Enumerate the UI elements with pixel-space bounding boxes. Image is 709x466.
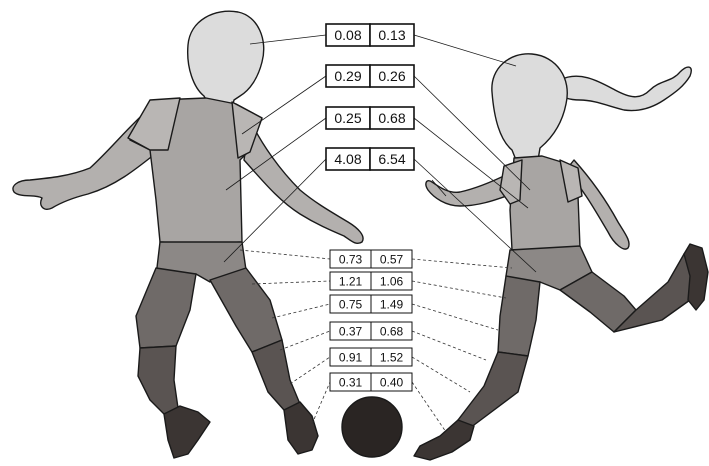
value-text-right: 0.57 <box>380 253 404 267</box>
girl-left-shank <box>458 352 528 428</box>
leader-thigh-lower-right <box>412 304 498 330</box>
leader-upperarm-left <box>242 76 326 134</box>
boy-left-foot <box>164 406 210 458</box>
soccer-ball <box>342 397 402 457</box>
value-text-right: 0.26 <box>378 68 405 84</box>
leader-head-right <box>414 35 516 66</box>
girl-head <box>492 54 567 160</box>
leader-pelvis-left <box>240 250 330 259</box>
value-text-left: 4.08 <box>334 151 361 167</box>
girl-silhouette <box>414 54 708 460</box>
leader-knee-left <box>280 331 330 350</box>
boy-left-shank <box>138 346 178 414</box>
value-text-left: 0.25 <box>334 110 361 126</box>
girl-ponytail <box>556 67 691 110</box>
leader-pelvis-right <box>412 259 512 268</box>
leader-thigh-upper-right <box>412 281 506 298</box>
leader-shank-right <box>412 357 470 392</box>
value-text-right: 0.68 <box>380 325 404 339</box>
value-box-head: 0.08 0.13 <box>326 24 414 46</box>
boy-right-thigh <box>210 268 282 352</box>
value-text-right: 0.13 <box>378 27 405 43</box>
value-text-right: 6.54 <box>378 151 405 167</box>
value-text-right: 1.06 <box>380 275 404 289</box>
value-text-left: 1.21 <box>339 275 363 289</box>
value-box-knee: 0.37 0.68 <box>330 322 412 340</box>
value-text-left: 0.91 <box>339 351 363 365</box>
value-text-left: 0.73 <box>339 253 363 267</box>
leader-foot-left <box>312 382 330 424</box>
leader-foot-right <box>412 382 446 432</box>
value-text-left: 0.08 <box>334 27 361 43</box>
boy-silhouette <box>13 11 363 458</box>
value-text-right: 0.40 <box>380 376 404 390</box>
leader-shank-left <box>290 357 330 384</box>
value-text-right: 1.49 <box>380 298 404 312</box>
value-box-thigh-upper: 1.21 1.06 <box>330 272 412 290</box>
boy-right-shank <box>252 340 300 410</box>
boy-left-thigh <box>136 268 196 348</box>
value-box-trunk: 4.08 6.54 <box>326 148 414 170</box>
value-box-forearm: 0.25 0.68 <box>326 107 414 129</box>
value-text-right: 0.68 <box>378 110 405 126</box>
value-box-thigh-lower: 0.75 1.49 <box>330 295 412 313</box>
value-text-left: 0.29 <box>334 68 361 84</box>
leader-thigh-upper-left <box>252 281 330 284</box>
girl-left-foot <box>414 420 474 460</box>
girl-left-thigh <box>498 276 540 356</box>
value-text-left: 0.31 <box>339 376 363 390</box>
leader-knee-right <box>412 331 486 360</box>
value-box-foot: 0.31 0.40 <box>330 373 412 391</box>
value-text-right: 1.52 <box>380 351 404 365</box>
value-box-shank: 0.91 1.52 <box>330 348 412 366</box>
value-text-left: 0.37 <box>339 325 363 339</box>
boy-right-foot <box>284 402 318 454</box>
leader-thigh-lower-left <box>272 304 330 318</box>
value-text-left: 0.75 <box>339 298 363 312</box>
boy-head <box>188 11 264 108</box>
value-box-pelvis: 0.73 0.57 <box>330 250 412 268</box>
value-box-upper-arm: 0.29 0.26 <box>326 65 414 87</box>
